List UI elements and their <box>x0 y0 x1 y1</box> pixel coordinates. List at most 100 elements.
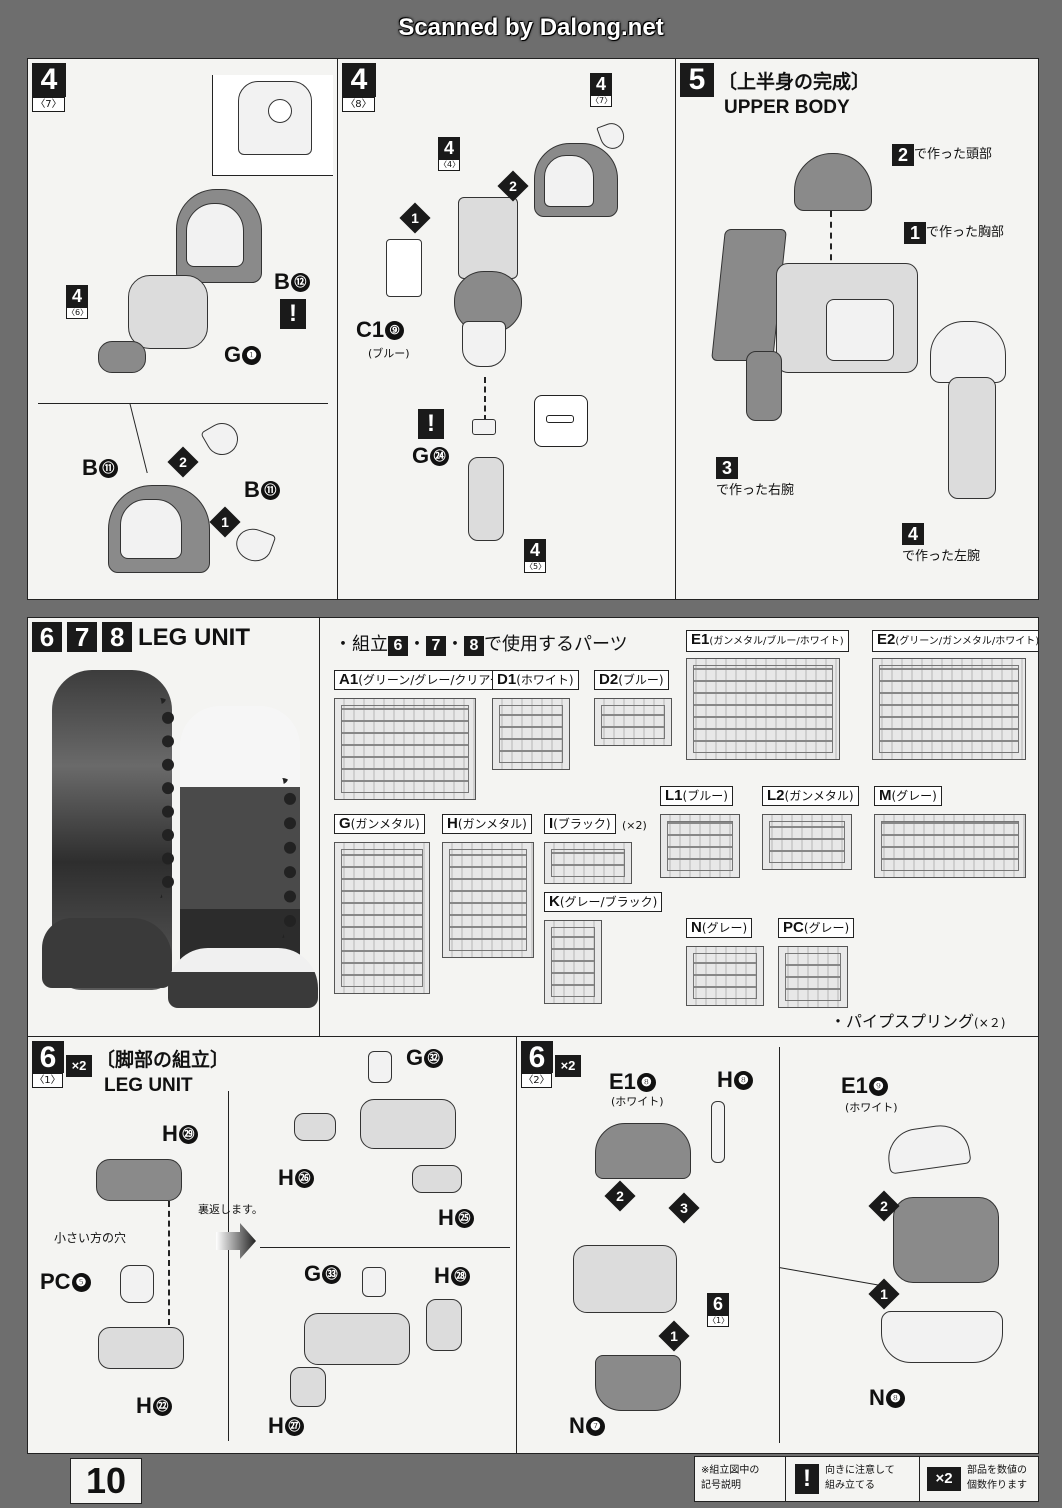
n7-part <box>595 1355 681 1411</box>
runner-n-frame <box>686 946 764 1006</box>
legend-mult-icon: ×2 <box>927 1467 961 1491</box>
flip-arrow <box>216 1223 256 1259</box>
runner-d2: D2(ブルー) <box>594 670 669 690</box>
runner-m-frame <box>874 814 1026 878</box>
runner-k: K(グレー/ブラック) <box>544 892 663 912</box>
runner-e1: E1(ガンメタル/ブルー/ホワイト) <box>686 630 849 652</box>
spike-upper <box>200 417 244 461</box>
caution-mark: ! <box>418 409 444 439</box>
step-number: 4 <box>32 63 66 97</box>
white-note-2: (ホワイト) <box>845 1101 898 1114</box>
head-part <box>794 153 872 211</box>
runner-l2-frame <box>762 814 852 870</box>
arrow-step-1: 1 <box>209 506 241 538</box>
h27-part <box>290 1367 326 1407</box>
runner-pc-frame <box>778 946 848 1008</box>
scan-credit: Scanned by Dalong.net <box>398 14 664 41</box>
step-substep: 〈8〉 <box>342 97 375 112</box>
runner-i-multiplier: (×2) <box>622 819 647 832</box>
leg-photo-left-foot <box>42 918 172 988</box>
arrow-step-1: 1 <box>399 202 431 234</box>
page-number: 10 <box>70 1458 142 1504</box>
assembly-guide <box>484 377 486 421</box>
h28-part <box>426 1299 462 1351</box>
runner-a1: A1(グリーン/グレー/クリアー) <box>334 670 512 690</box>
runner-n: N(グレー) <box>686 918 753 938</box>
runner-d2-frame <box>594 698 672 746</box>
step-number: 4 <box>342 63 376 97</box>
e1-9-cap <box>884 1121 972 1175</box>
step-number: 5 <box>680 63 714 97</box>
pc5-part <box>120 1265 154 1303</box>
pipe-spring-left <box>146 698 174 898</box>
multiplier-badge: ×2 <box>555 1055 581 1077</box>
c-clip <box>386 239 422 297</box>
mini-step-ref: 6〈1〉 <box>707 1293 730 1327</box>
arrow-step-1b: 1 <box>868 1278 900 1310</box>
section-title-jp: 〔上半身の完成〕 <box>718 71 871 93</box>
g24-part <box>472 419 496 435</box>
h8-pin <box>711 1101 725 1163</box>
runner-d1-frame <box>492 698 570 770</box>
runner-k-frame <box>544 920 602 1004</box>
mini-step-top: 4〈7〉 <box>590 73 613 107</box>
runner-pc: PC(グレー) <box>778 918 855 938</box>
torso-front <box>826 299 894 361</box>
column-divider <box>228 1091 229 1441</box>
upper-arm <box>458 197 518 279</box>
pipe-spring-right <box>268 778 296 938</box>
runner-i: I(ブラック) <box>544 814 616 834</box>
symbol-legend: ※組立図中の記号説明 ! 向きに注意して組み立てる ×2 部品を数値の個数作りま… <box>694 1456 1039 1502</box>
arrow-step-2b: 2 <box>868 1190 900 1222</box>
multiplier-badge: ×2 <box>66 1055 92 1077</box>
hole-note: 小さい方の穴 <box>54 1231 127 1245</box>
step-number: 6 <box>32 1041 64 1074</box>
n8-part <box>881 1311 1003 1363</box>
step-number: 6 <box>521 1041 553 1074</box>
shoulder-assembly-inner <box>544 155 594 207</box>
left-arm <box>948 377 996 499</box>
runner-e2: E2(グリーン/ガンメタル/ホワイト) <box>872 630 1038 652</box>
shoulder-inner <box>186 203 244 267</box>
row-divider <box>260 1247 510 1248</box>
leg-frame <box>573 1245 677 1313</box>
callout-line <box>778 1267 888 1288</box>
arrow-step-1a: 1 <box>658 1320 690 1352</box>
arrow-step-2: 2 <box>497 170 529 202</box>
panel-divider <box>38 403 328 404</box>
forearm <box>462 321 506 367</box>
section-title-en: UPPER BODY <box>724 97 850 118</box>
runner-d1: D1(ホワイト) <box>492 670 579 690</box>
leg-photo-right <box>180 706 300 996</box>
pipe-spring-note: ・パイプスプリング(×２) <box>830 1012 1006 1031</box>
upper-frame <box>360 1099 456 1149</box>
legend-sep-1 <box>785 1457 786 1501</box>
h22-part <box>98 1327 184 1369</box>
legend-mult-text: 部品を数値の個数作ります <box>967 1465 1027 1491</box>
leg-unit-photo-panel: 6 7 8 LEG UNIT <box>27 617 320 1037</box>
mini-step-bottom: 4〈5〉 <box>524 539 547 573</box>
